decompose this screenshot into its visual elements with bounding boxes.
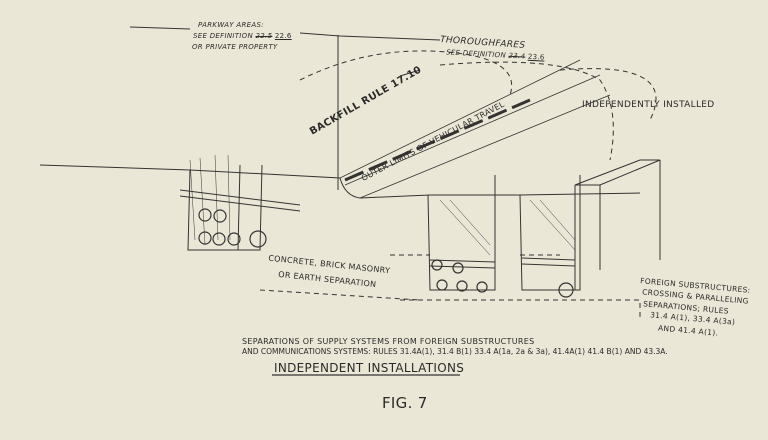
- parkway-label-3: OR PRIVATE PROPERTY: [192, 43, 278, 51]
- left-trench: [187, 164, 263, 251]
- figure-title: INDEPENDENT INSTALLATIONS: [274, 361, 465, 375]
- independently-installed-label: INDEPENDENTLY INSTALLED: [582, 100, 715, 110]
- parkway-leader: [129, 26, 441, 41]
- right-box: [574, 159, 661, 290]
- road-edge: [339, 59, 611, 199]
- caption-line-2: AND COMMUNICATIONS SYSTEMS: RULES 31.4A(…: [242, 347, 668, 356]
- middle-conduits: [431, 259, 574, 298]
- parkway-label-1: PARKWAY AREAS:: [198, 21, 264, 29]
- parkway-old-ref: 22.5: [255, 32, 273, 40]
- dashed-outline: [259, 50, 657, 320]
- ground-surface: [39, 164, 641, 199]
- left-cross-pipe: [179, 189, 301, 212]
- middle-trench-1: [427, 175, 496, 291]
- left-conduits: [198, 208, 267, 248]
- middle-trench-2: [519, 175, 581, 291]
- parkway-see-def: SEE DEFINITION: [193, 32, 254, 40]
- vehicular-limit: [344, 98, 531, 182]
- figure-number: FIG. 7: [382, 394, 428, 412]
- parkway-new-ref: 22.6: [274, 32, 292, 40]
- thoroughfares-old-ref: 23.4: [508, 51, 526, 61]
- thoroughfares-new-ref: 23.6: [527, 52, 545, 62]
- caption-line-1: SEPARATIONS OF SUPPLY SYSTEMS FROM FOREI…: [242, 337, 535, 346]
- parkway-label-2: SEE DEFINITION 22.5 22.6: [193, 32, 292, 40]
